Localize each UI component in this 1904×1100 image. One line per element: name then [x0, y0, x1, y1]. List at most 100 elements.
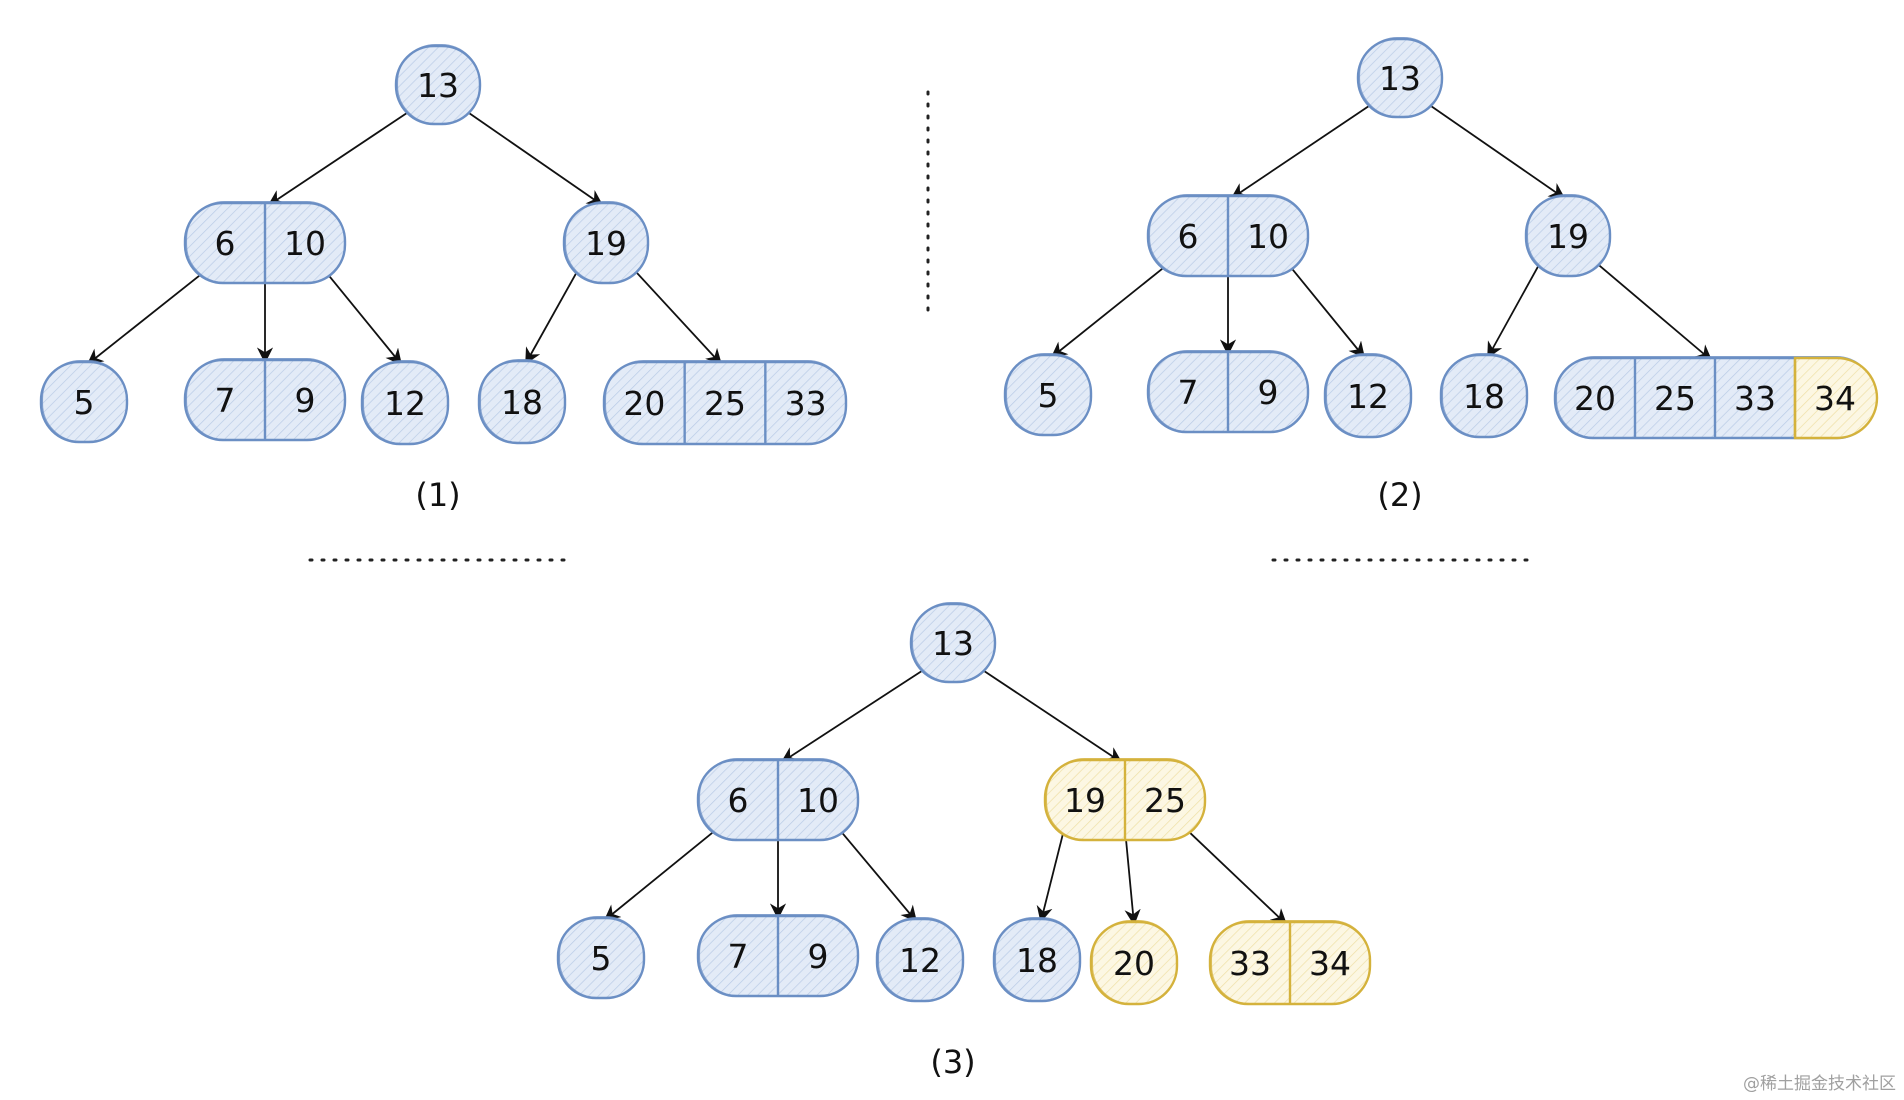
node-sketch-outline	[185, 200, 346, 284]
edge-d3-a-to-d3-a2	[838, 828, 918, 923]
edge-d3-b-to-d3-b0	[1036, 828, 1066, 923]
node-key: 34	[1814, 379, 1856, 418]
node-key: 20	[1113, 944, 1155, 983]
node-key: 10	[797, 781, 839, 820]
edge-d2-b-to-d2-b0	[1487, 261, 1542, 359]
caption-3: (3)	[930, 1043, 975, 1081]
node-sketch-outline	[698, 757, 859, 841]
node-key: 10	[284, 224, 326, 263]
tree-node-d1-root: 13	[394, 43, 482, 126]
node-key: 6	[215, 224, 236, 263]
tree-node-d1-a2: 12	[360, 359, 450, 446]
edge-d3-root-to-d3-a	[780, 667, 926, 763]
node-key: 7	[215, 381, 236, 420]
edge-d1-a-to-d1-a2	[325, 271, 403, 366]
node-key: 25	[704, 384, 746, 423]
node-sketch-outline	[1091, 919, 1178, 1005]
node-key: 7	[1178, 373, 1199, 412]
edge-d1-b-to-d1-b1	[633, 268, 723, 366]
node-sketch-outline	[1210, 919, 1371, 1005]
node-sketch-outline	[877, 916, 964, 1002]
node-sketch-outline	[911, 601, 996, 683]
caption-2: (2)	[1377, 476, 1422, 514]
node-sketch-outline	[1358, 36, 1443, 118]
node-key: 12	[899, 941, 941, 980]
caption-1: (1)	[415, 476, 460, 514]
edge-d1-b-to-d1-b0	[525, 268, 580, 365]
node-key: 6	[728, 781, 749, 820]
node-sketch-outline	[185, 357, 346, 441]
node-key: 20	[623, 384, 665, 423]
tree-node-d1-b1: 20 25 33	[602, 359, 848, 446]
tree-node-d2-b1: 20 25 33 34	[1553, 355, 1879, 440]
node-sketch-outline	[396, 43, 481, 125]
node-key: 33	[785, 384, 827, 423]
node-sketch-outline	[558, 915, 645, 999]
edge-d1-a-to-d1-a0	[86, 271, 205, 366]
node-key: 25	[1654, 379, 1696, 418]
edge-d2-root-to-d2-b	[1427, 102, 1566, 199]
tree-node-d1-a0: 5	[39, 359, 129, 444]
node-key: 9	[1258, 373, 1279, 412]
tree-node-d2-a0: 5	[1003, 352, 1093, 437]
node-sketch-outline	[41, 359, 128, 443]
node-sketch-outline	[479, 358, 566, 444]
node-sketch-outline	[994, 916, 1081, 1002]
node-key: 33	[1229, 944, 1271, 983]
node-sketch-outline	[362, 359, 449, 445]
edges-layer	[86, 102, 1713, 926]
edge-d2-b-to-d2-b1	[1595, 261, 1713, 362]
node-sketch-outline	[1045, 757, 1206, 841]
tree-node-d3-b1: 20	[1089, 919, 1179, 1006]
node-sketch-outline	[1325, 352, 1412, 438]
node-key: 19	[1064, 781, 1106, 820]
edge-d3-a-to-d3-a0	[603, 828, 718, 922]
node-key: 33	[1734, 379, 1776, 418]
edge-d2-root-to-d2-a	[1230, 102, 1373, 199]
node-key: 9	[808, 937, 829, 976]
node-key: 12	[1347, 377, 1389, 416]
watermark: @稀土掘金技术社区	[1743, 1074, 1896, 1094]
node-key: 12	[384, 384, 426, 423]
node-sketch-outline	[1441, 352, 1528, 438]
tree-node-d2-root: 13	[1356, 36, 1444, 119]
tree-node-d2-b0: 18	[1439, 352, 1529, 439]
node-key: 13	[417, 66, 459, 105]
edge-d1-root-to-d1-b	[465, 109, 604, 206]
node-key: 10	[1247, 217, 1289, 256]
node-key: 13	[932, 624, 974, 663]
node-key: 5	[591, 939, 612, 978]
tree-node-d1-b0: 18	[477, 358, 567, 445]
node-sketch-outline	[604, 359, 847, 445]
tree-node-d1-a: 6 10	[183, 200, 347, 285]
node-sketch-outline	[1148, 349, 1309, 433]
node-key: 9	[295, 381, 316, 420]
tree-node-d3-a2: 12	[875, 916, 965, 1003]
node-key: 13	[1379, 59, 1421, 98]
edge-d3-b-to-d3-b2	[1185, 828, 1288, 926]
edge-d2-a-to-d2-a2	[1288, 264, 1366, 359]
tree-node-d3-a0: 5	[556, 915, 646, 1000]
node-key: 20	[1574, 379, 1616, 418]
node-sketch-outline	[1005, 352, 1092, 436]
node-sketch-outline	[698, 913, 859, 997]
node-key: 25	[1144, 781, 1186, 820]
node-sketch-outline	[1526, 193, 1611, 277]
edge-d2-a-to-d2-a0	[1050, 264, 1168, 359]
node-sketch-outline	[564, 200, 649, 284]
edge-d3-b-to-d3-b1	[1124, 828, 1141, 926]
node-key: 18	[1016, 941, 1058, 980]
tree-node-d3-root: 13	[909, 601, 997, 684]
node-key: 18	[501, 383, 543, 422]
node-key: 5	[74, 383, 95, 422]
node-key: 7	[728, 937, 749, 976]
node-key: 19	[585, 224, 627, 263]
node-key: 19	[1547, 217, 1589, 256]
